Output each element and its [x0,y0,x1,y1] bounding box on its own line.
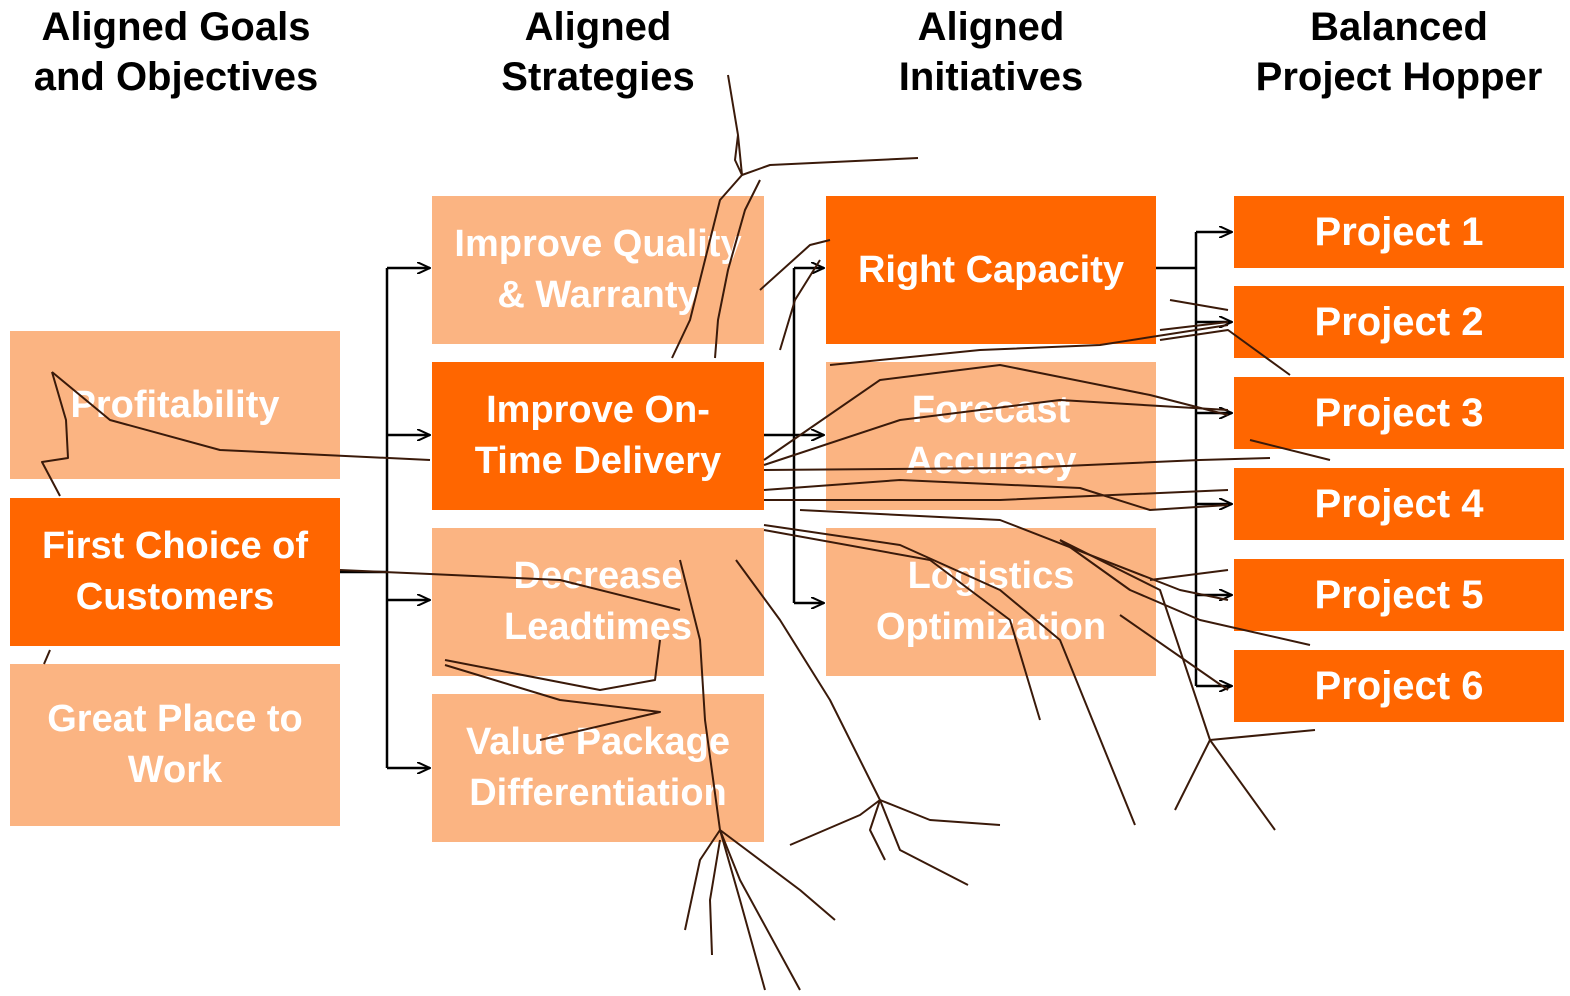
project-1: Project 1 [1234,196,1564,268]
strategy-decrease-leadtimes: Decrease Leadtimes [432,528,764,676]
initiative-logistics-optimization: Logistics Optimization [826,528,1156,676]
header-goals: Aligned Goals and Objectives [33,5,319,99]
header-initiatives: Aligned Initiatives [898,5,1084,99]
initiative-right-capacity: Right Capacity [826,196,1156,344]
goal-to-strategy-connectors [340,268,430,768]
strategy-improve-quality-warranty: Improve Quality & Warranty [432,196,764,344]
header-hopper: Balanced Project Hopper [1255,5,1543,99]
project-2: Project 2 [1234,286,1564,358]
header-strategies: Aligned Strategies [501,5,695,99]
initiative-forecast-accuracy: Forecast Accuracy [826,362,1156,510]
strategy-to-initiative-connectors [764,268,824,603]
strategy-improve-on-time-delivery: Improve On- Time Delivery [432,362,764,510]
project-4: Project 4 [1234,468,1564,540]
goal-great-place-to-work: Great Place to Work [10,664,340,826]
project-3: Project 3 [1234,377,1564,449]
project-5: Project 5 [1234,559,1564,631]
initiative-to-project-connectors [1156,232,1232,686]
strategy-value-package-differentiation: Value Package Differentiation [432,694,764,842]
goal-profitability: Profitability [10,331,340,479]
goal-first-choice-of-customers: First Choice of Customers [10,498,340,646]
project-6: Project 6 [1234,650,1564,722]
